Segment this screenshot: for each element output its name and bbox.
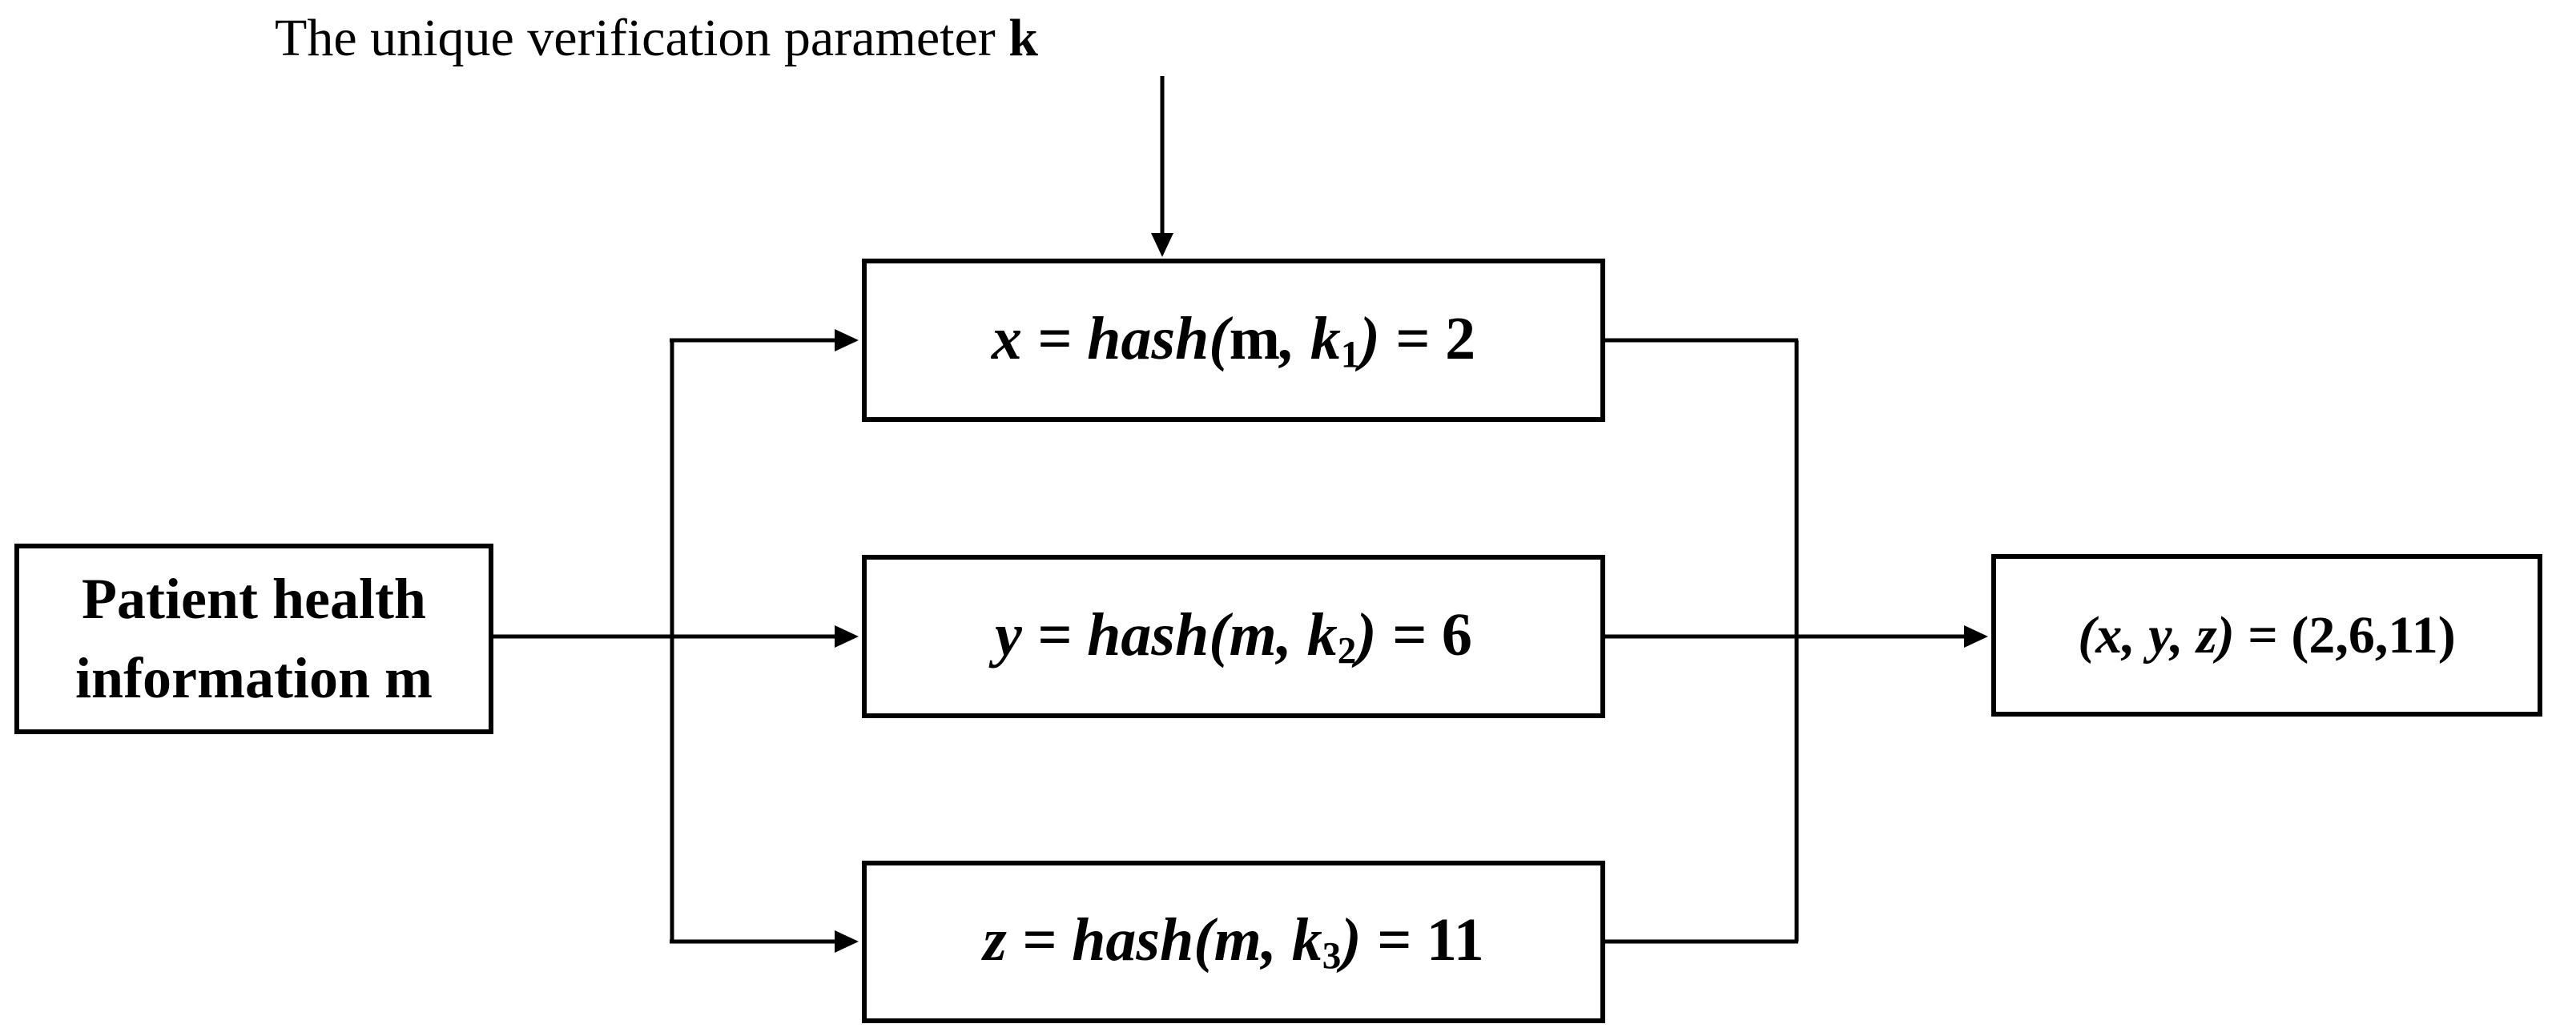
verification-parameter-text: The unique verification parameter	[275, 9, 996, 67]
message-symbol: m	[1214, 906, 1262, 974]
hash-box-x: x = hash(m, k1) = 2	[862, 259, 1605, 422]
verification-parameter-symbol: k	[1008, 9, 1038, 67]
equation-mid: , k	[1276, 600, 1338, 669]
output-equation: (x, y, z) = (2,6,11)	[2078, 605, 2455, 666]
equation-lead: y = hash(	[995, 600, 1230, 669]
message-symbol: m	[1229, 304, 1280, 372]
hash-equation-y: y = hash(m, k2) = 6	[995, 600, 1472, 673]
hash-result: 6	[1441, 600, 1472, 669]
equation-lead: z = hash(	[983, 906, 1214, 974]
output-vars: (x, y, z)	[2078, 605, 2235, 665]
equation-tail: ) =	[1341, 906, 1427, 974]
output-equals: =	[2234, 605, 2292, 665]
equation-mid: , k	[1261, 906, 1322, 974]
key-subscript: 1	[1340, 334, 1360, 376]
equation-mid: , k	[1279, 304, 1341, 372]
patient-info-line2: information m	[75, 646, 433, 710]
hash-box-y: y = hash(m, k2) = 6	[862, 555, 1605, 718]
message-symbol: m	[1229, 600, 1277, 669]
output-value: (2,6,11)	[2291, 605, 2456, 665]
key-subscript: 3	[1322, 935, 1342, 978]
hash-box-z: z = hash(m, k3) = 11	[862, 861, 1605, 1023]
hash-result: 2	[1445, 304, 1476, 372]
connector-output-merge	[1604, 338, 1988, 944]
arrowhead-right-icon	[1964, 625, 1988, 648]
arrowhead-right-icon	[835, 625, 859, 648]
output-box: (x, y, z) = (2,6,11)	[1991, 554, 2542, 717]
patient-info-text: Patient health information m	[75, 560, 433, 717]
equation-tail: ) =	[1359, 304, 1446, 372]
arrowhead-right-icon	[835, 329, 859, 351]
patient-info-box: Patient health information m	[14, 544, 493, 734]
patient-info-line1: Patient health	[82, 567, 426, 632]
arrow-parameter-k-to-hash-x	[1151, 76, 1173, 257]
connector-patient-branch	[493, 329, 859, 953]
hash-equation-z: z = hash(m, k3) = 11	[983, 905, 1483, 978]
hash-equation-x: x = hash(m, k1) = 2	[992, 304, 1475, 376]
arrowhead-right-icon	[835, 930, 859, 953]
equation-lead: x = hash(	[991, 304, 1230, 372]
arrowhead-down-icon	[1151, 233, 1173, 257]
key-subscript: 2	[1337, 630, 1357, 673]
hash-result: 11	[1426, 906, 1484, 974]
verification-parameter-label: The unique verification parameter k	[275, 8, 1038, 69]
equation-tail: ) =	[1356, 600, 1442, 669]
